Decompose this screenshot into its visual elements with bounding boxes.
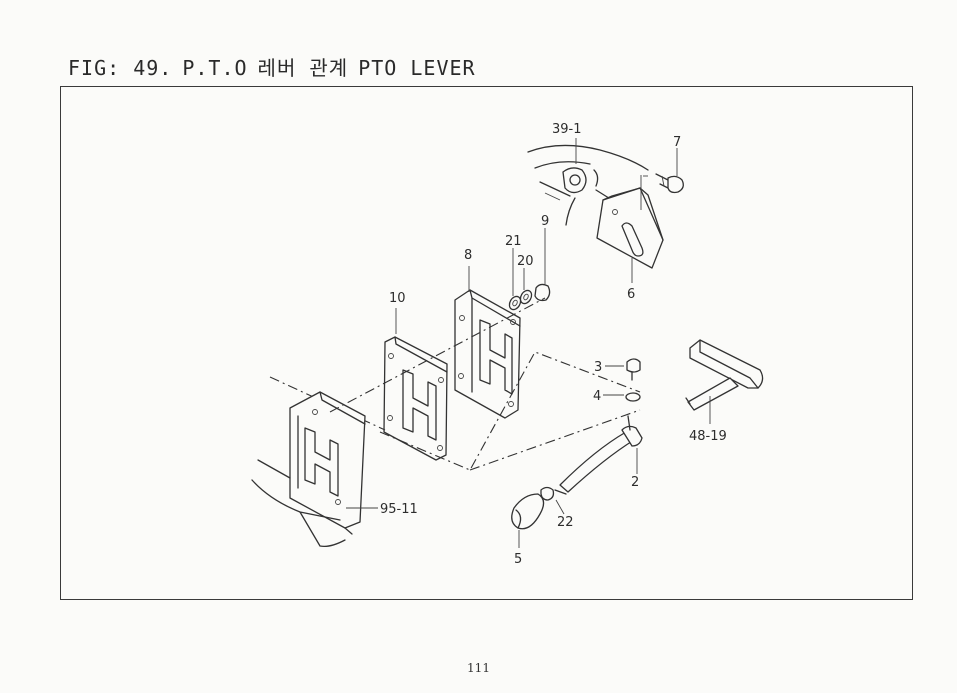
figure-code: P.T.O [182, 56, 248, 80]
part-5-lever-knob [511, 493, 545, 548]
part-3-knob-screw [605, 358, 641, 381]
base-outline-line [379, 351, 641, 471]
part-10-gasket-plate [383, 308, 448, 461]
callout-3: 3 [594, 360, 602, 375]
callout-5: 5 [514, 552, 522, 567]
callout-2: 2 [631, 475, 639, 490]
figure-title-korean: 레버 관계 [257, 56, 349, 80]
assembly-center-line [329, 297, 546, 413]
callout-95-11: 95-11 [380, 502, 418, 517]
callout-48-19: 48-19 [689, 429, 727, 444]
part-4-washer [603, 392, 641, 402]
figure-number: FIG: 49. [68, 56, 173, 80]
callout-6: 6 [627, 287, 635, 302]
part-7-bolt [655, 148, 684, 194]
callout-20: 20 [517, 254, 534, 269]
page-number: 111 [467, 661, 490, 675]
part-20-washer [519, 268, 533, 305]
part-48-19-lever-handle [685, 339, 764, 424]
callout-4: 4 [593, 389, 601, 404]
callout-39-1: 39-1 [552, 122, 582, 137]
callout-21: 21 [505, 234, 522, 249]
callout-10: 10 [389, 291, 406, 306]
callout-22: 22 [557, 515, 574, 530]
part-95-11-cover-panel [251, 376, 386, 548]
part-21-lock-washer [508, 248, 522, 311]
figure-title-english: PTO LEVER [358, 56, 476, 80]
callout-7: 7 [673, 135, 681, 150]
figure-title: FIG: 49. P.T.O 레버 관계 PTO LEVER [68, 52, 486, 81]
callout-8: 8 [464, 248, 472, 263]
part-8-guide-plate [454, 266, 521, 419]
callout-labels: 39-1 7 9 21 20 8 6 10 3 4 48-19 2 95-11 … [380, 122, 727, 567]
part-6-bracket-plate [596, 175, 664, 283]
part-2-lever-rod [554, 415, 643, 495]
diagram-frame [60, 86, 913, 600]
callout-9: 9 [541, 214, 549, 229]
part-9-nut [534, 228, 551, 302]
